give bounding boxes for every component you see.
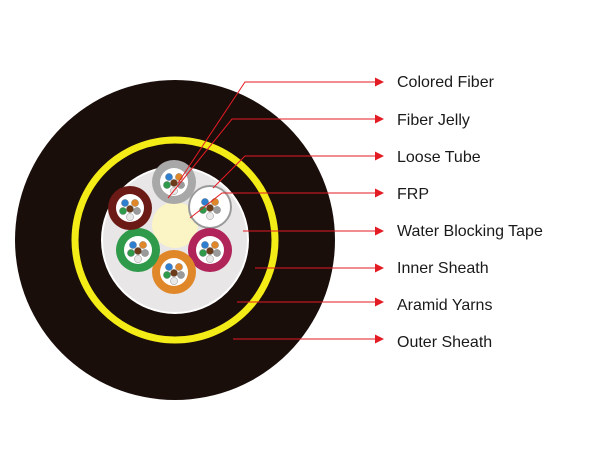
colored-fiber	[139, 241, 147, 249]
colored-fiber	[141, 249, 149, 257]
colored-fiber	[213, 206, 221, 214]
colored-fiber	[170, 277, 178, 285]
loose-tube-upper-left	[108, 186, 152, 230]
leader-line	[167, 118, 375, 199]
leader-loose-tube	[212, 151, 384, 189]
colored-fiber	[119, 207, 127, 215]
loose-tube-lower-left	[116, 228, 160, 272]
colored-fiber	[127, 249, 135, 257]
leader-fiber-jelly	[167, 114, 384, 199]
colored-fiber	[165, 263, 173, 271]
colored-fiber	[201, 241, 209, 249]
colored-fiber	[206, 212, 214, 220]
colored-fiber	[170, 179, 178, 187]
colored-fiber	[134, 255, 142, 263]
colored-fiber	[206, 247, 214, 255]
colored-fiber	[211, 198, 219, 206]
label-loose-tube: Loose Tube	[397, 149, 481, 166]
label-colored-fiber: Colored Fiber	[397, 74, 495, 91]
colored-fiber	[129, 241, 137, 249]
label-inner-sheath: Inner Sheath	[397, 260, 489, 277]
arrowhead-icon	[375, 226, 384, 236]
loose-tube-lower-right	[188, 228, 232, 272]
colored-fiber	[126, 213, 134, 221]
loose-tube-bottom	[152, 250, 196, 294]
colored-fiber	[133, 207, 141, 215]
leader-line	[189, 192, 375, 219]
colored-fiber	[206, 204, 214, 212]
colored-fiber	[170, 269, 178, 277]
colored-fiber	[175, 263, 183, 271]
arrowhead-icon	[375, 77, 384, 87]
leader-water-tape	[243, 226, 384, 236]
loose-tube-upper-right	[188, 185, 232, 229]
arrowhead-icon	[375, 297, 384, 307]
arrowhead-icon	[375, 151, 384, 161]
label-outer-sheath: Outer Sheath	[397, 334, 492, 351]
leader-line	[177, 81, 375, 184]
arrowhead-icon	[375, 188, 384, 198]
colored-fiber	[131, 199, 139, 207]
leader-line	[212, 155, 375, 189]
labels: Colored Fiber Fiber Jelly Loose Tube FRP…	[397, 74, 543, 351]
colored-fiber	[134, 247, 142, 255]
colored-fiber	[121, 199, 129, 207]
arrowhead-icon	[375, 114, 384, 124]
colored-fiber	[213, 249, 221, 257]
leader-aramid-yarns	[237, 297, 384, 307]
loose-tube-top	[152, 160, 196, 204]
arrowhead-icon	[375, 263, 384, 273]
colored-fiber	[199, 206, 207, 214]
leader-outer-sheath	[233, 334, 384, 344]
frp-core	[152, 202, 198, 248]
cable-cross-section	[15, 80, 335, 400]
colored-fiber	[177, 271, 185, 279]
colored-fiber	[199, 249, 207, 257]
label-aramid-yarns: Aramid Yarns	[397, 297, 492, 314]
label-frp: FRP	[397, 186, 429, 203]
arrowhead-icon	[375, 334, 384, 344]
colored-fiber	[165, 173, 173, 181]
colored-fiber	[163, 271, 171, 279]
colored-fiber	[211, 241, 219, 249]
aramid-yarn-ring	[71, 136, 279, 344]
colored-fiber	[163, 181, 171, 189]
label-fiber-jelly: Fiber Jelly	[397, 112, 470, 129]
colored-fiber	[126, 205, 134, 213]
leader-lines	[167, 77, 384, 344]
colored-fiber	[201, 198, 209, 206]
loose-tube-group	[108, 160, 232, 294]
leader-colored-fiber	[177, 77, 384, 184]
colored-fiber	[206, 255, 214, 263]
leader-frp	[189, 188, 384, 219]
label-water-blocking-tape: Water Blocking Tape	[397, 223, 543, 240]
leader-inner-sheath	[255, 263, 384, 273]
